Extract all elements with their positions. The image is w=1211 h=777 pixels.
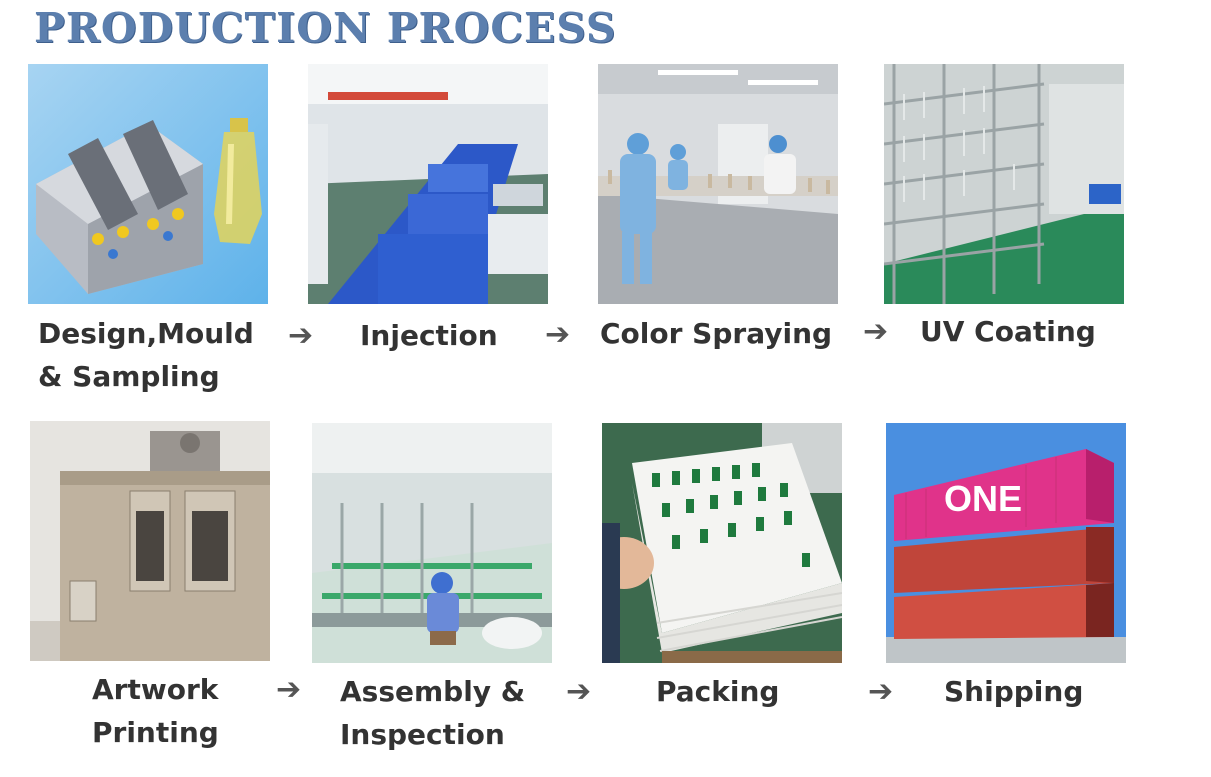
container-brand-logo: ONE [944,478,1022,519]
design-mould-photo [28,64,268,304]
arrow-right-icon: ➔ [566,674,592,709]
step-label-uv-coating-line1: UV Coating [920,315,1096,348]
color-spraying-photo [598,64,838,304]
artwork-printing-photo [30,421,270,661]
arrow-right-icon: ➔ [276,672,302,707]
step-label-assembly-inspection-line2: Inspection [340,718,505,751]
step-label-uv-coating: UV Coating [920,310,1096,353]
step-label-shipping-line1: Shipping [944,675,1084,708]
injection-photo [308,64,548,304]
step-label-design: Design,Mould & Sampling [38,312,254,398]
uv-coating-photo [884,64,1124,304]
step-label-artwork-printing-line1: Artwork [92,673,219,706]
step-label-artwork-printing: Artwork Printing [92,668,219,754]
step-label-assembly-inspection: Assembly & Inspection [340,670,525,756]
arrow-right-icon: ➔ [288,318,314,353]
arrow-right-icon: ➔ [863,314,889,349]
step-label-shipping: Shipping [944,670,1083,713]
step-label-design-line2: & Sampling [38,360,220,393]
step-label-packing: Packing [656,670,779,713]
page-title: PRODUCTION PROCESS [34,4,617,52]
step-label-injection-line1: Injection [360,319,498,352]
shipping-photo: ONE [886,423,1126,663]
step-label-assembly-inspection-line1: Assembly & [340,675,526,708]
step-label-color-spraying-line1: Color Spraying [600,317,833,350]
step-label-packing-line1: Packing [656,675,780,708]
step-label-design-line1: Design,Mould [38,317,254,350]
step-label-artwork-printing-line2: Printing [92,716,219,749]
packing-photo [602,423,842,663]
arrow-right-icon: ➔ [868,674,894,709]
step-label-color-spraying: Color Spraying [600,312,832,355]
assembly-inspection-photo [312,423,552,663]
step-label-injection: Injection [360,314,498,357]
arrow-right-icon: ➔ [545,317,571,352]
